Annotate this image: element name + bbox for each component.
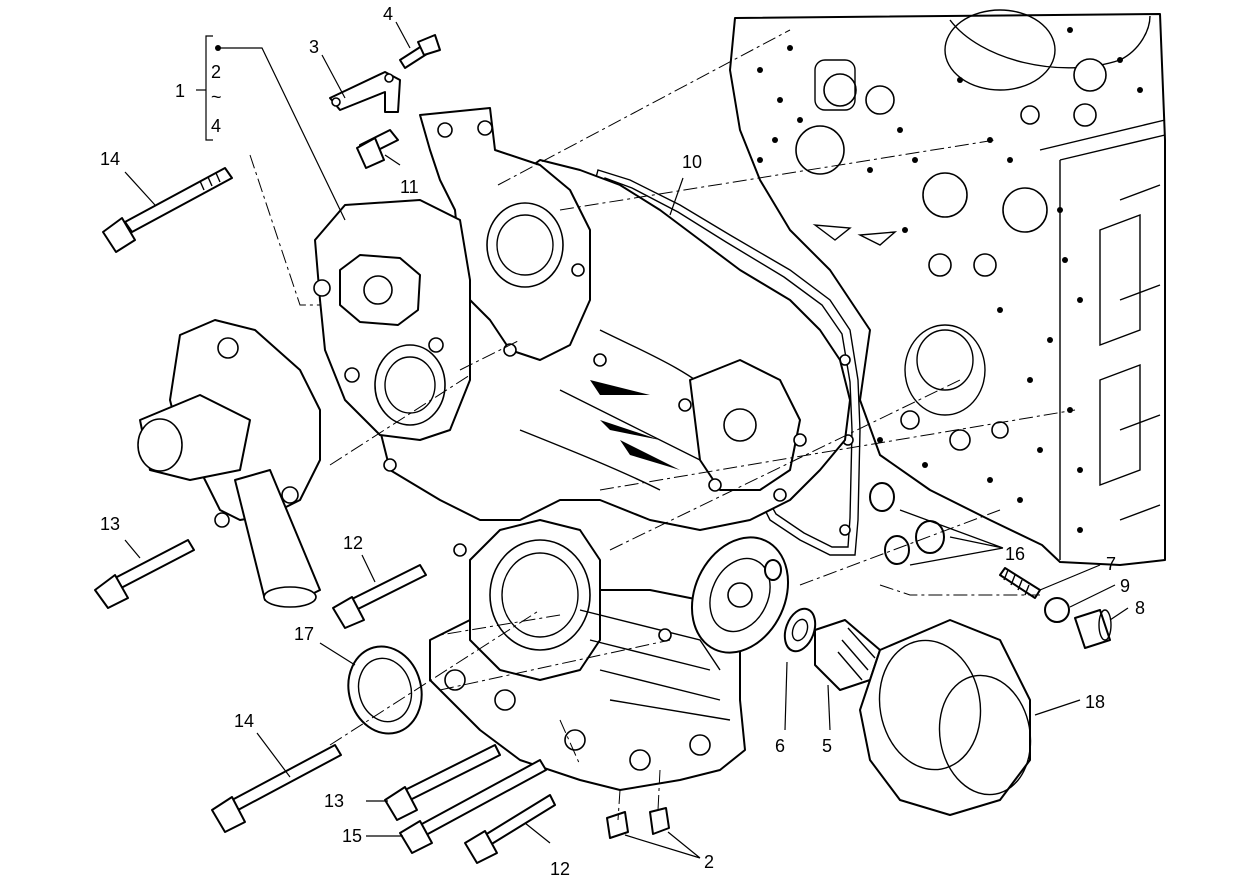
callout-13-left: 13 xyxy=(100,514,120,534)
callout-17: 17 xyxy=(294,624,314,644)
callout-14-top: 14 xyxy=(100,149,120,169)
oil-filter-base xyxy=(690,536,790,654)
engine-block xyxy=(729,9,1166,566)
bolt-12-bottom xyxy=(464,794,556,864)
lower-housing xyxy=(429,519,746,791)
bolt-13-left xyxy=(94,539,195,609)
callout-7: 7 xyxy=(1106,554,1116,574)
o-ring-seal-17 xyxy=(347,645,423,735)
callout-14-bottom: 14 xyxy=(234,711,254,731)
callout-3: 3 xyxy=(309,37,319,57)
callout-11: 11 xyxy=(400,177,419,197)
callout-12-mid: 12 xyxy=(343,533,363,553)
bolt-14-top xyxy=(102,167,233,253)
callout-16: 16 xyxy=(1005,544,1025,564)
bracket-3 xyxy=(329,71,401,113)
plugs-2 xyxy=(606,807,670,839)
callout-1: 1 xyxy=(175,81,185,101)
bolt-14-bottom xyxy=(211,744,342,833)
callout-2: 2 xyxy=(704,852,714,872)
callout-8: 8 xyxy=(1135,598,1145,618)
thermostat-housing xyxy=(313,107,591,441)
relief-valve-parts xyxy=(999,567,1112,649)
bolt-11 xyxy=(356,129,399,169)
callout-10: 10 xyxy=(682,152,702,172)
alignment-lines xyxy=(249,29,1076,821)
oil-filter-18 xyxy=(859,619,1032,816)
callout-13-bottom: 13 xyxy=(324,791,344,811)
bolt-12-mid xyxy=(332,564,427,629)
bolt-4 xyxy=(399,34,441,69)
bolt-13-bottom xyxy=(384,744,501,821)
o-rings-16 xyxy=(869,482,945,565)
callout-leaders xyxy=(124,21,1129,859)
callout-18: 18 xyxy=(1085,692,1105,712)
bolts xyxy=(94,34,670,864)
callout-9: 9 xyxy=(1120,576,1130,596)
callout-6: 6 xyxy=(775,736,785,756)
nipple-5 xyxy=(814,619,881,691)
bolt-15 xyxy=(399,759,547,854)
washer-6 xyxy=(783,607,817,653)
callout-15: 15 xyxy=(342,826,362,846)
callout-labels: 1 2 ~ 4 3 4 10 11 14 13 12 17 14 13 15 1… xyxy=(100,4,1145,879)
callout-4: 4 xyxy=(383,4,393,24)
callout-5: 5 xyxy=(822,736,832,756)
water-pump xyxy=(137,319,321,608)
callout-12-bottom: 12 xyxy=(550,859,570,879)
callout-1-range-end: 4 xyxy=(211,116,221,136)
callout-1-range-start: 2 xyxy=(211,62,221,82)
callout-1-range-sep: ~ xyxy=(211,87,222,107)
